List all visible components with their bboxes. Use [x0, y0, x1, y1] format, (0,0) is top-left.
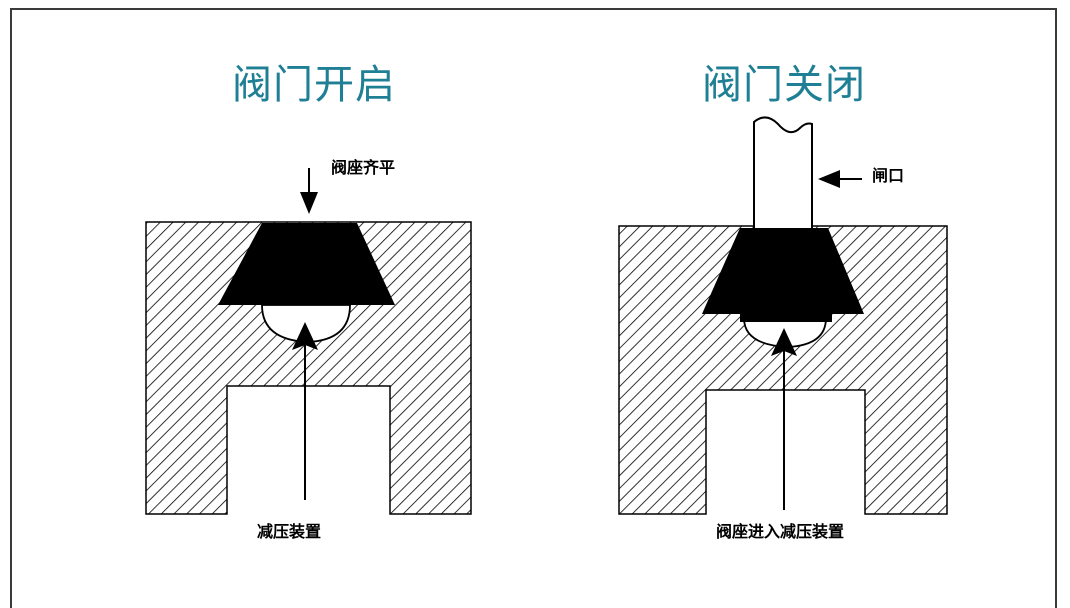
right-gate-stem — [753, 116, 813, 231]
right-panel-title: 阀门关闭 — [702, 62, 866, 108]
right-valve-plug — [702, 228, 864, 322]
right-pressure-arrow — [771, 328, 797, 510]
right-seat-into-device-label: 阀座进入减压装置 — [716, 522, 845, 541]
left-pressure-device-label: 减压装置 — [257, 522, 322, 541]
left-panel-title: 阀门开启 — [232, 62, 396, 108]
left-valve-plug — [218, 223, 395, 305]
gate-label: 闸口 — [872, 166, 905, 185]
right-gate-arrow — [818, 170, 862, 188]
diagram-frame — [10, 8, 1057, 608]
left-seat-arrow — [300, 168, 318, 214]
left-pressure-arrow — [292, 322, 318, 500]
seat-flush-label: 阀座齐平 — [331, 158, 396, 177]
